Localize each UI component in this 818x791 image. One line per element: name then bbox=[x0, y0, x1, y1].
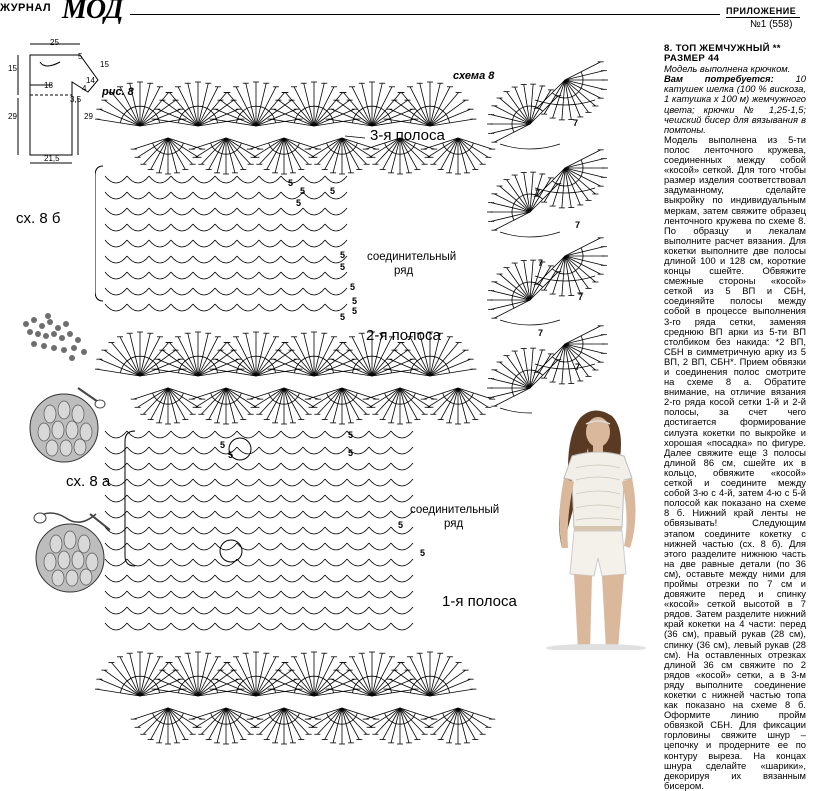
row-number: 5 bbox=[398, 520, 404, 530]
supplement-label: ПРИЛОЖЕНИЕ bbox=[726, 6, 797, 16]
connecting-row-upper-1: соединительный bbox=[367, 251, 457, 263]
dim-mid-3-5: 3,5 bbox=[70, 95, 82, 104]
row-number: 5 bbox=[352, 296, 358, 306]
connecting-row-lower-1: соединительный bbox=[410, 504, 500, 516]
dim-bottom-width: 21,5 bbox=[44, 154, 60, 163]
scheme-8-label: схема 8 bbox=[453, 70, 495, 82]
dim-sleeve-a: 15 bbox=[100, 60, 109, 69]
row-number: 7 bbox=[575, 220, 581, 230]
row-number: 7 bbox=[538, 258, 544, 268]
header-rule bbox=[130, 14, 720, 15]
row-number: 5 bbox=[296, 198, 302, 208]
issue-number: №1 (558) bbox=[750, 19, 793, 30]
sewing-pattern-diagram bbox=[17, 43, 99, 164]
row-number: 5 bbox=[350, 282, 356, 292]
magazine-name-small: ЖУРНАЛ bbox=[0, 2, 52, 14]
row-number: 7 bbox=[535, 188, 541, 198]
dim-top-width: 25 bbox=[50, 38, 59, 47]
figure-label: рис. 8 bbox=[102, 86, 134, 98]
scheme-ref-8a: сх. 8 а bbox=[66, 473, 111, 490]
row-number: 5 bbox=[352, 306, 358, 316]
dim-mid-4: 4 bbox=[82, 84, 87, 93]
row-number: 7 bbox=[538, 328, 544, 338]
crochet-chart-main bbox=[95, 81, 496, 745]
dim-mid-18: 18 bbox=[44, 81, 53, 90]
row-number: 7 bbox=[573, 118, 579, 128]
beads-illustration bbox=[23, 313, 87, 361]
article-text-column: 8. ТОП ЖЕМЧУЖНЫЙ ** РАЗМЕР 44 Модель вып… bbox=[664, 43, 806, 791]
row-number: 5 bbox=[288, 178, 294, 188]
header-rule-short bbox=[726, 17, 800, 18]
dim-shoulder: 5 bbox=[78, 52, 83, 61]
model-photo bbox=[532, 398, 660, 650]
row-number: 5 bbox=[340, 250, 346, 260]
row-number: 5 bbox=[220, 440, 226, 450]
dim-right-bottom: 29 bbox=[84, 112, 93, 121]
article-size: РАЗМЕР 44 bbox=[664, 53, 720, 65]
row-number: 7 bbox=[575, 362, 581, 372]
magazine-logo: МОД bbox=[62, 0, 124, 25]
row-number: 5 bbox=[340, 262, 346, 272]
crochet-chart-scheme-8 bbox=[487, 61, 608, 460]
dim-left-bottom: 29 bbox=[8, 112, 17, 121]
row-number: 5 bbox=[420, 548, 426, 558]
stripe-3-label: 3-я полоса bbox=[370, 127, 445, 144]
materials-paragraph: Вам потребуется: 10 катушек шелка (100 %… bbox=[664, 74, 806, 135]
row-number: 5 bbox=[228, 450, 234, 460]
row-number: 7 bbox=[578, 292, 584, 302]
instructions-paragraph: Модель выполнена из 5-ти полос ленточног… bbox=[664, 133, 806, 791]
materials-text: 10 катушек шелка (100 % вискоза, 1 катуш… bbox=[664, 73, 806, 135]
materials-label: Вам потребуется: bbox=[664, 73, 774, 85]
dim-left-top: 15 bbox=[8, 64, 17, 73]
row-number: 5 bbox=[348, 430, 354, 440]
article-note: Модель выполнена крючком. bbox=[664, 63, 791, 75]
scheme-ref-8b: сх. 8 б bbox=[16, 210, 61, 227]
row-number: 5 bbox=[348, 448, 354, 458]
row-number: 5 bbox=[340, 312, 346, 322]
pompon-illustration-1 bbox=[29, 387, 106, 463]
connecting-row-upper-2: ряд bbox=[394, 265, 414, 277]
article-title: 8. ТОП ЖЕМЧУЖНЫЙ ** bbox=[664, 43, 781, 54]
pompon-illustration-2 bbox=[33, 512, 111, 593]
stripe-2-label: 2-я полоса bbox=[366, 327, 441, 344]
row-number: 5 bbox=[300, 186, 306, 196]
connecting-row-lower-2: ряд bbox=[444, 518, 464, 530]
row-number: 5 bbox=[330, 186, 336, 196]
dim-sleeve-b: 14 bbox=[86, 76, 95, 85]
stripe-1-label: 1-я полоса bbox=[442, 593, 517, 610]
